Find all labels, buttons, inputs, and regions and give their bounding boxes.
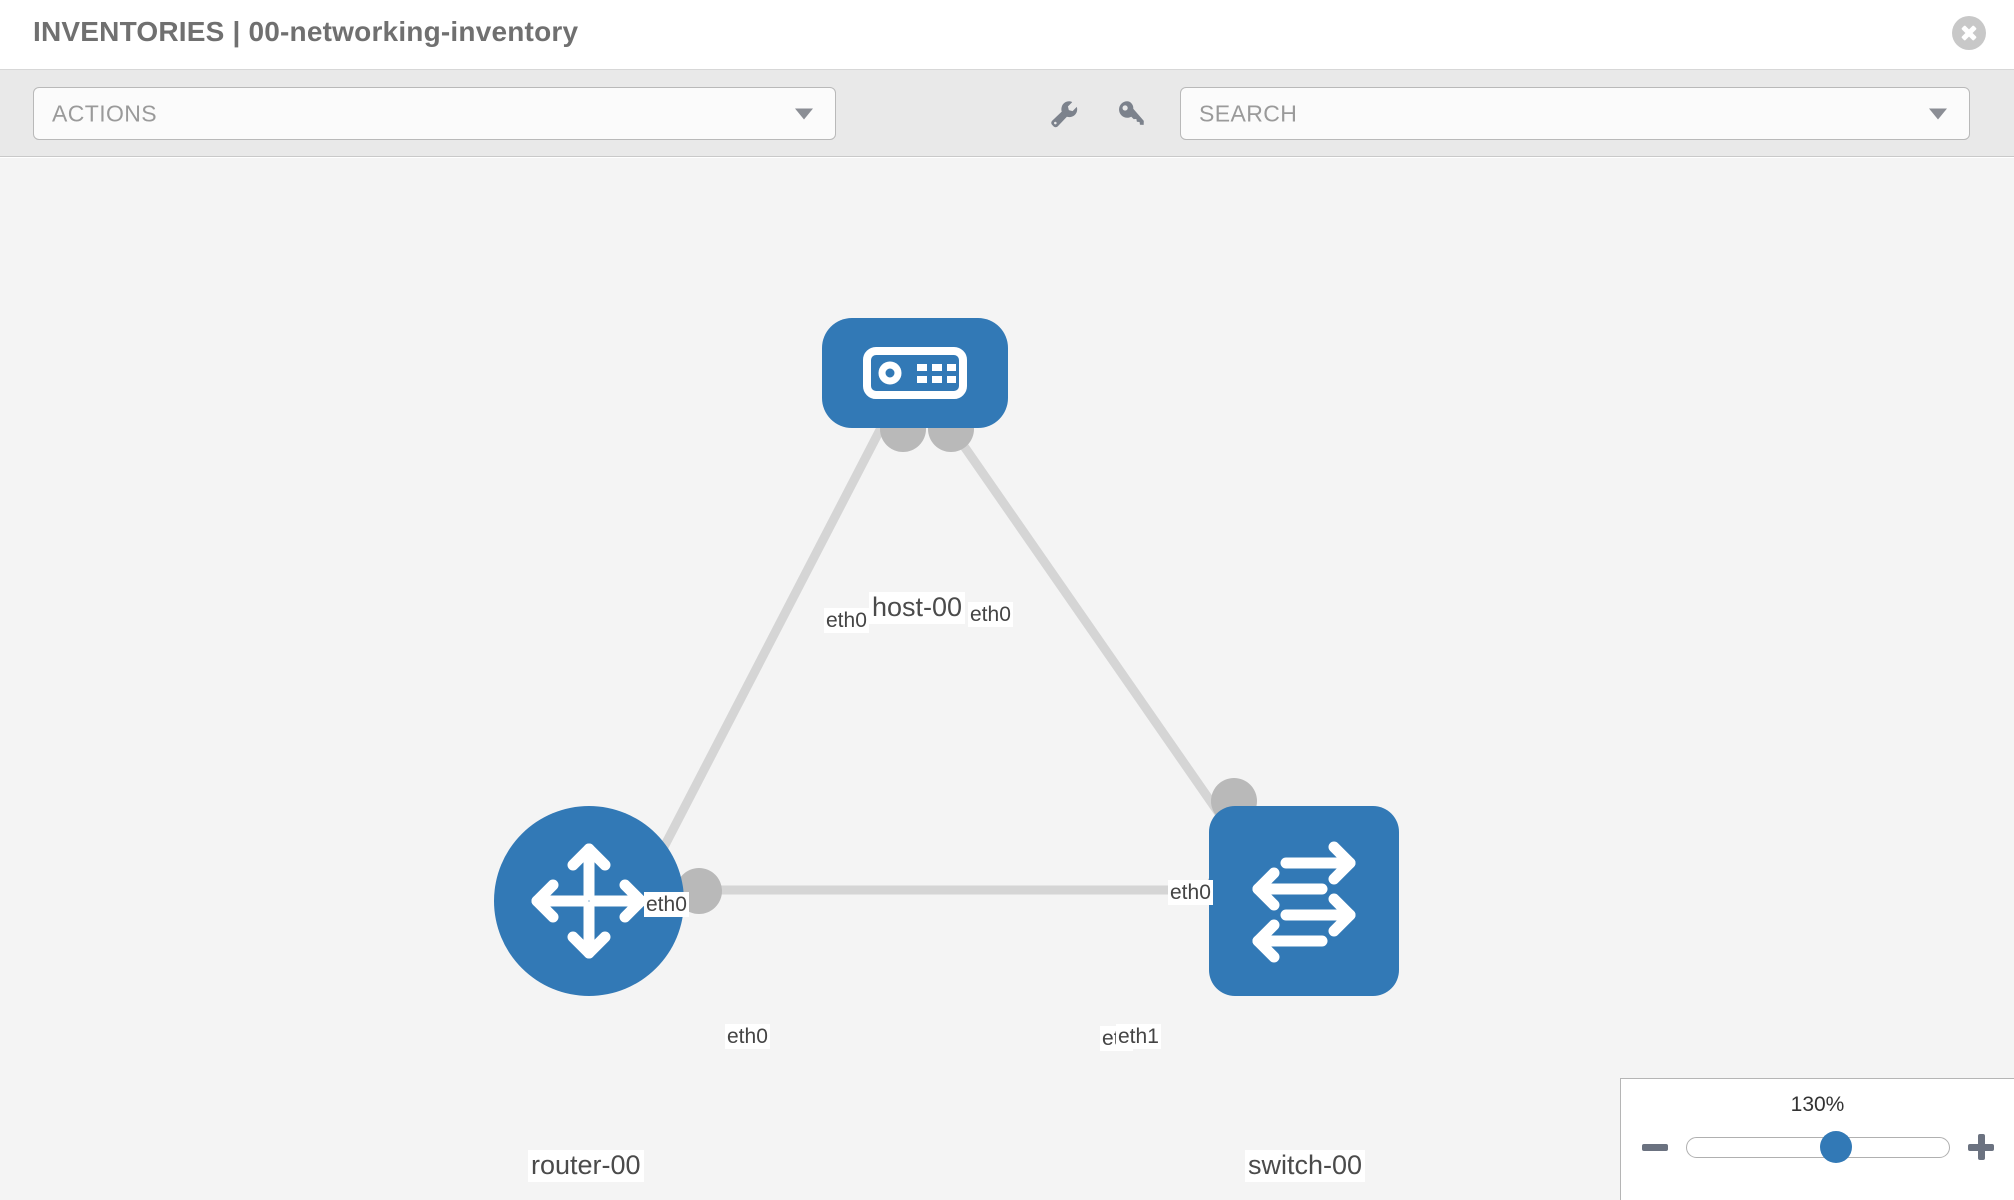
iface-label-switch00-eth0-uplink: eth0 (1168, 880, 1213, 906)
link-host00-switch00 (946, 423, 1247, 851)
search-input[interactable]: SEARCH (1180, 87, 1970, 140)
zoom-slider-thumb[interactable] (1819, 1131, 1852, 1163)
search-placeholder: SEARCH (1199, 100, 1298, 126)
router-icon (531, 843, 647, 959)
node-switch-00[interactable] (1209, 806, 1399, 996)
zoom-slider-row (1621, 1127, 2014, 1167)
switch-icon (1252, 841, 1356, 963)
iface-label-router00-eth0-uplink: eth0 (644, 892, 689, 918)
link-host00-router00 (646, 423, 886, 877)
node-label-switch-00: switch-00 (1245, 1150, 1366, 1182)
topology-links (646, 423, 1247, 895)
iface-label-router00-eth0: eth0 (725, 1024, 770, 1050)
toolbar: ACTIONS SEARCH (0, 70, 2014, 157)
zoom-out-button[interactable] (1641, 1134, 1668, 1160)
node-host-00[interactable] (822, 318, 1008, 428)
chevron-down-icon (795, 108, 813, 119)
chevron-down-icon (1929, 108, 1947, 119)
key-icon[interactable] (1113, 98, 1149, 131)
page-title: INVENTORIES | 00-networking-inventory (33, 16, 579, 47)
close-icon[interactable] (1952, 16, 1986, 50)
iface-label-host00-eth0-right: eth0 (968, 602, 1013, 628)
node-router-00[interactable] (494, 806, 684, 996)
actions-dropdown-label: ACTIONS (52, 100, 158, 126)
topology-canvas[interactable]: host-00 router-00 switch-00 eth0 eth0 et… (0, 158, 2014, 1200)
zoom-control-panel: 130% (1620, 1078, 2014, 1200)
wrench-icon[interactable] (1046, 98, 1082, 131)
server-icon (863, 347, 967, 399)
iface-label-switch00-eth1: eth1 (1116, 1024, 1161, 1050)
node-label-router-00: router-00 (528, 1150, 644, 1182)
actions-dropdown[interactable]: ACTIONS (33, 87, 836, 140)
zoom-in-button[interactable] (1967, 1134, 1994, 1160)
page-header: INVENTORIES | 00-networking-inventory (0, 0, 2014, 70)
zoom-slider-track[interactable] (1685, 1131, 1950, 1163)
iface-label-host00-eth0-left: eth0 (824, 608, 869, 634)
zoom-level-value: 130% (1790, 1093, 1845, 1116)
node-label-host-00: host-00 (869, 592, 966, 624)
